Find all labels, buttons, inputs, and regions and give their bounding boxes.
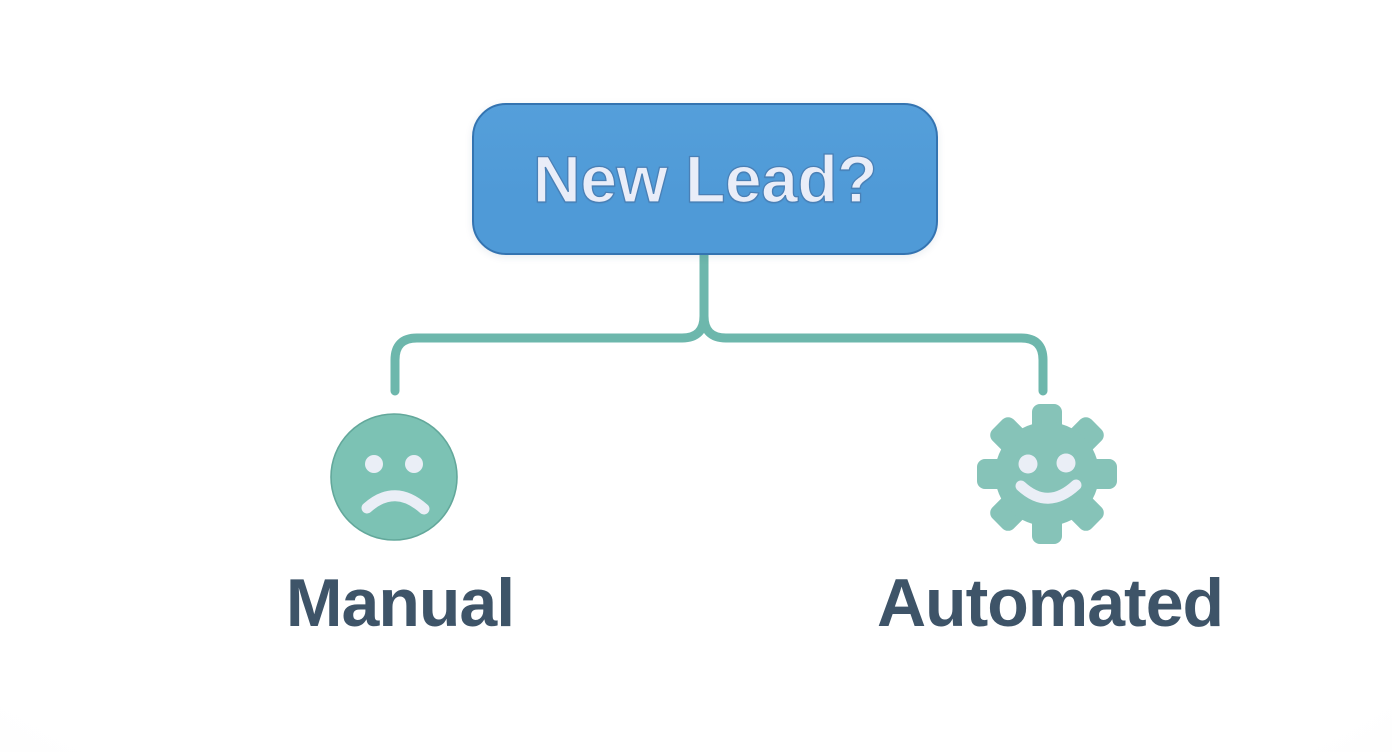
gear-smiley-icon	[977, 404, 1117, 544]
branch-label-manual: Manual	[285, 565, 515, 641]
decision-label: New Lead?	[532, 141, 878, 216]
sad-face-icon	[330, 413, 458, 541]
branch-label-automated: Automated	[876, 565, 1224, 641]
gear-left-eye	[1018, 454, 1038, 474]
gear-body	[995, 422, 1099, 526]
sad-face-right-eye	[405, 455, 423, 473]
sad-face-circle	[330, 413, 458, 541]
sad-face-left-eye	[365, 455, 383, 473]
gear-right-eye	[1056, 453, 1076, 473]
sad-face-frown	[361, 490, 430, 515]
connector-right-branch	[699, 248, 1048, 396]
decision-node: New Lead?	[472, 103, 938, 255]
connector-left-branch	[390, 248, 709, 396]
connector-lines	[390, 248, 1048, 396]
gear-smile	[1015, 479, 1082, 504]
